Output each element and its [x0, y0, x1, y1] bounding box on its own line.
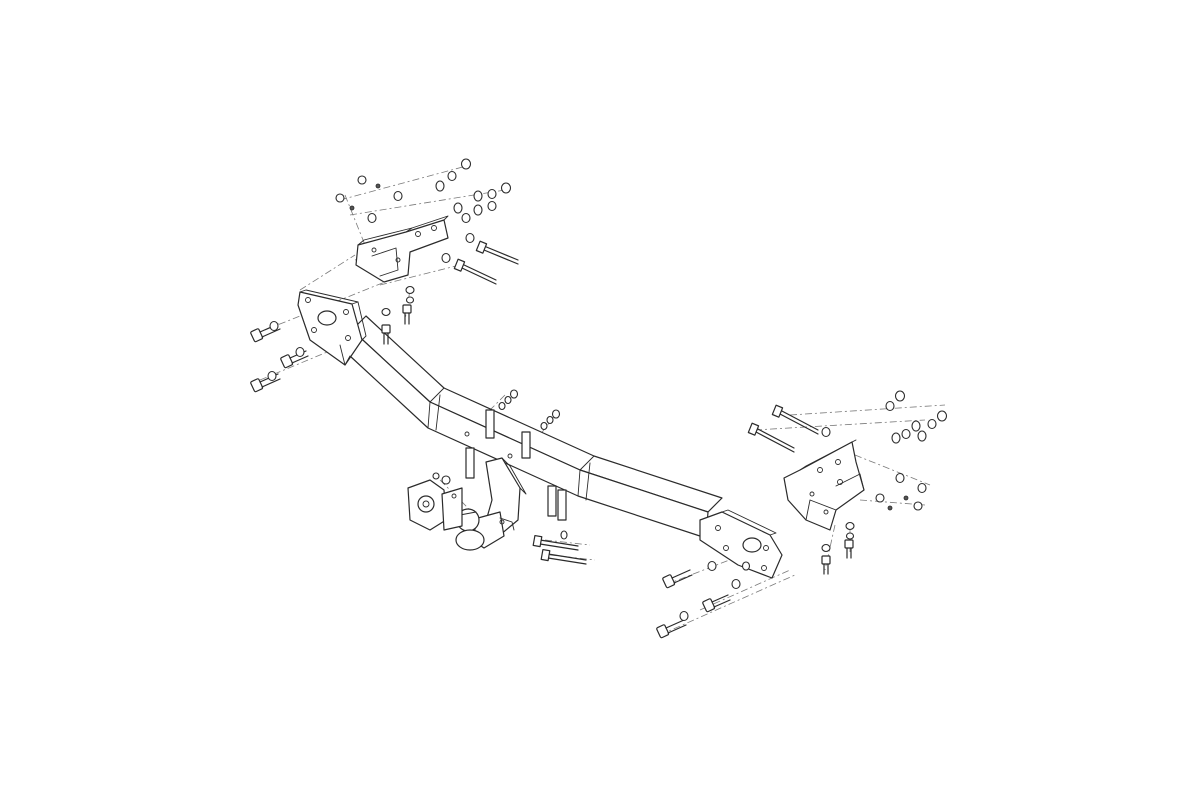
vertical-bolt	[844, 539, 854, 559]
hex-bolt	[662, 569, 693, 589]
long-bolt	[771, 404, 819, 435]
assembly-centerlines	[259, 164, 946, 636]
fastener-cluster-center	[498, 389, 568, 540]
left-mounting-plate	[297, 289, 367, 366]
vertical-bolt	[821, 555, 831, 575]
crossbar-tube	[349, 315, 723, 539]
vertical-bolt	[402, 304, 412, 325]
center-brackets	[464, 409, 567, 521]
vertical-bolt	[381, 324, 391, 345]
long-bolt	[532, 534, 579, 551]
fastener-cluster-left	[267, 158, 512, 382]
hex-bolt	[656, 619, 687, 639]
right-mounting-plate	[699, 509, 783, 579]
tow-ball-assembly	[455, 457, 527, 551]
long-bolt	[453, 258, 497, 285]
short-bolts	[250, 304, 854, 639]
fastener-cluster-right	[679, 390, 948, 622]
long-bolt	[475, 240, 519, 265]
left-upper-bracket	[355, 215, 449, 283]
hex-bolt	[702, 594, 731, 613]
socket-plate	[407, 472, 463, 531]
right-upper-bracket	[783, 439, 865, 531]
long-bolts	[453, 240, 819, 565]
long-bolt	[747, 422, 795, 453]
hex-bolt	[280, 350, 309, 369]
long-bolt	[540, 548, 587, 565]
